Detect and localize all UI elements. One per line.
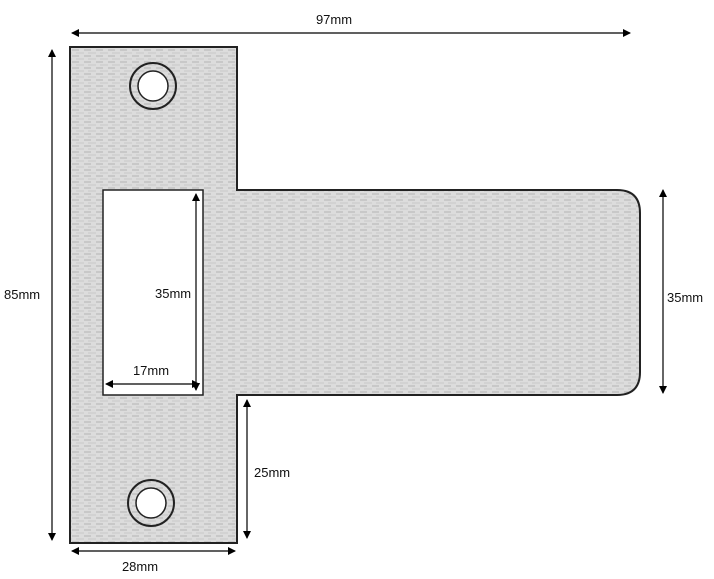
- arm-height-label: 35mm: [667, 290, 703, 305]
- slot-width-label: 17mm: [133, 363, 169, 378]
- lower-offset-label: 25mm: [254, 465, 290, 480]
- bottom-screw-hole: [127, 479, 175, 527]
- slot-height-label: 35mm: [155, 286, 191, 301]
- strike-plate-body: [69, 46, 641, 544]
- top-screw-hole: [129, 62, 177, 110]
- plate-width-label: 28mm: [122, 559, 158, 574]
- strike-slot: [102, 189, 204, 396]
- overall-height-label: 85mm: [4, 287, 40, 302]
- overall-width-label: 97mm: [316, 12, 352, 27]
